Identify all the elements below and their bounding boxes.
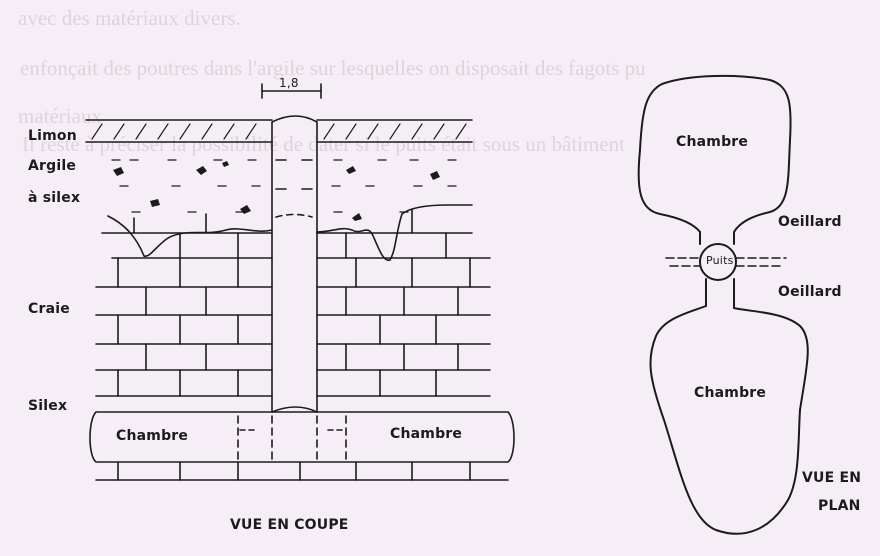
chambre-left-label: Chambre (116, 428, 189, 444)
bleed-line-4: Il reste à préciser la possibilité de da… (22, 132, 626, 156)
plan-chambre-bottom-label: Chambre (694, 385, 767, 401)
craie-layer-left (95, 213, 273, 397)
flint-nodules (113, 161, 440, 221)
vue-en-coupe-caption: VUE EN COUPE (230, 517, 349, 533)
bleed-line-1: avec des matériaux divers. (18, 6, 241, 30)
plan-view (637, 74, 809, 535)
argile-label: Argile (28, 158, 77, 174)
dimension-label: 1,8 (279, 76, 299, 90)
bleed-line-3: matériaux (18, 104, 102, 128)
craie-layer-right (316, 209, 491, 397)
argile-label-line2: à silex (28, 190, 81, 206)
dimension-marker (261, 83, 322, 99)
puits-label: Puits (706, 254, 734, 267)
limon-layer (85, 119, 473, 143)
argile-craie-interface (107, 204, 473, 261)
bleed-line-2: enfonçait des poutres dans l'argile sur … (20, 56, 646, 80)
vue-en-plan-caption-line1: VUE EN (802, 470, 862, 486)
vue-en-plan-caption-line2: PLAN (818, 498, 861, 514)
argile-layer (111, 159, 457, 213)
oeillard-bottom-label: Oeillard (778, 284, 842, 300)
craie-label: Craie (28, 301, 70, 317)
chamber-gallery (89, 411, 515, 463)
oeillard-top-label: Oeillard (778, 214, 842, 230)
silex-label: Silex (28, 398, 68, 414)
shaft-section (271, 115, 318, 413)
limon-label: Limon (28, 128, 77, 144)
plan-chambre-top-label: Chambre (676, 134, 749, 150)
bottom-brick-layer (95, 461, 509, 481)
chambre-right-label: Chambre (390, 426, 463, 442)
